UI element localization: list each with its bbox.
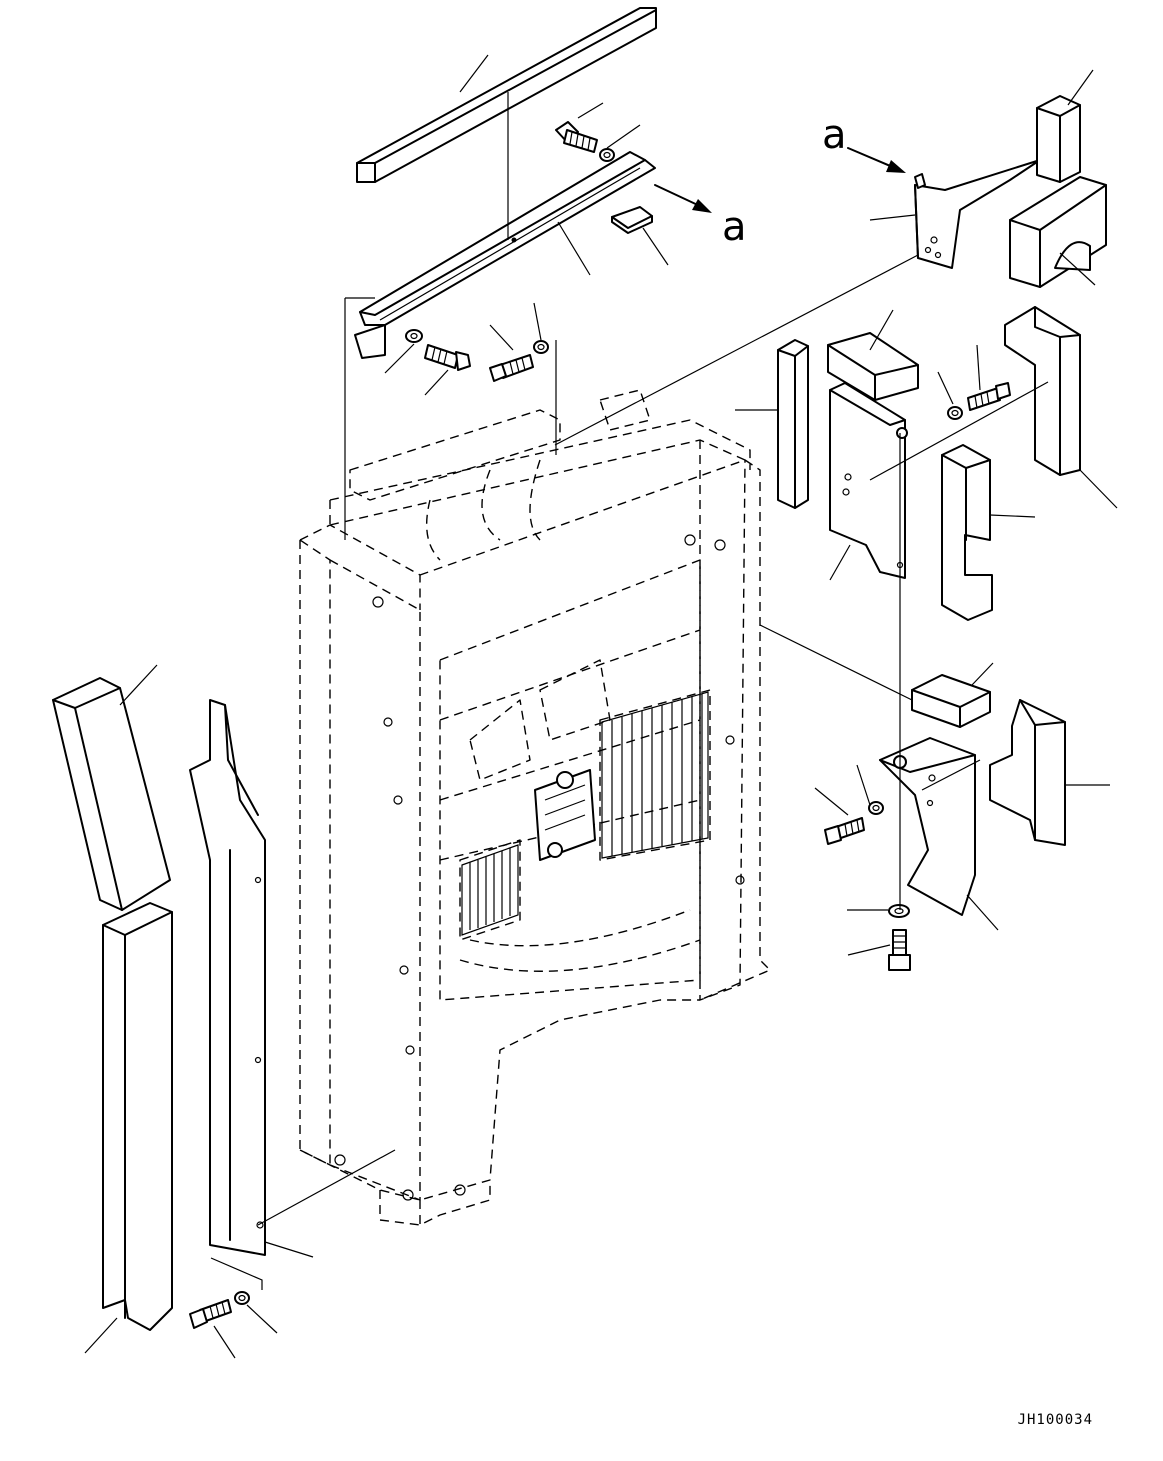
bolt-lower-right	[824, 817, 865, 845]
valve-block	[534, 769, 596, 861]
lower-bracket-right	[879, 737, 976, 916]
washer-bottom-right	[888, 904, 910, 918]
washer-top-1	[599, 148, 615, 162]
side-plate-right	[829, 382, 908, 579]
view-a-label-top: a	[722, 204, 747, 250]
washer-mid-right	[947, 406, 963, 420]
foam-long-block-left-lower	[102, 902, 173, 1331]
bolt-bottom-left	[189, 1299, 232, 1329]
foam-notched-block	[941, 444, 993, 621]
drawing-code: JH100034	[1017, 1412, 1093, 1428]
bolt-top-1	[555, 121, 598, 153]
view-a-arrow-top: a	[654, 184, 747, 250]
leader-lines	[84, 54, 1118, 1359]
foam-column-tall	[777, 339, 809, 509]
view-a-arrow-right: a	[822, 112, 906, 173]
washer-bottom-left	[234, 1291, 250, 1305]
foam-long-block-left-upper	[52, 677, 171, 911]
foam-bar-flat	[827, 332, 919, 401]
washer-left-1	[405, 329, 423, 343]
top-foam-bar	[356, 7, 657, 183]
radiator-assembly	[299, 389, 771, 1226]
bolt-left-3	[489, 354, 534, 382]
washer-lower-right	[868, 801, 884, 815]
foam-block-small-top-right	[1036, 95, 1081, 183]
corner-bracket-a	[914, 159, 1041, 269]
bolt-left-2	[424, 344, 471, 371]
foam-step-block-lower	[989, 699, 1066, 846]
bolt-mid-right	[967, 382, 1011, 411]
foam-pad-lower	[911, 674, 991, 728]
top-angle-bracket	[354, 151, 656, 359]
washer-left-2	[533, 340, 549, 354]
foam-saddle-block	[1009, 176, 1107, 288]
bolt-vertical-bottom-right	[888, 929, 911, 971]
view-a-label-right: a	[822, 112, 847, 158]
foam-l-block-right	[1004, 306, 1081, 476]
long-side-plate-left	[189, 699, 266, 1256]
small-pad-top	[611, 206, 653, 234]
radiator-fins	[469, 694, 703, 930]
